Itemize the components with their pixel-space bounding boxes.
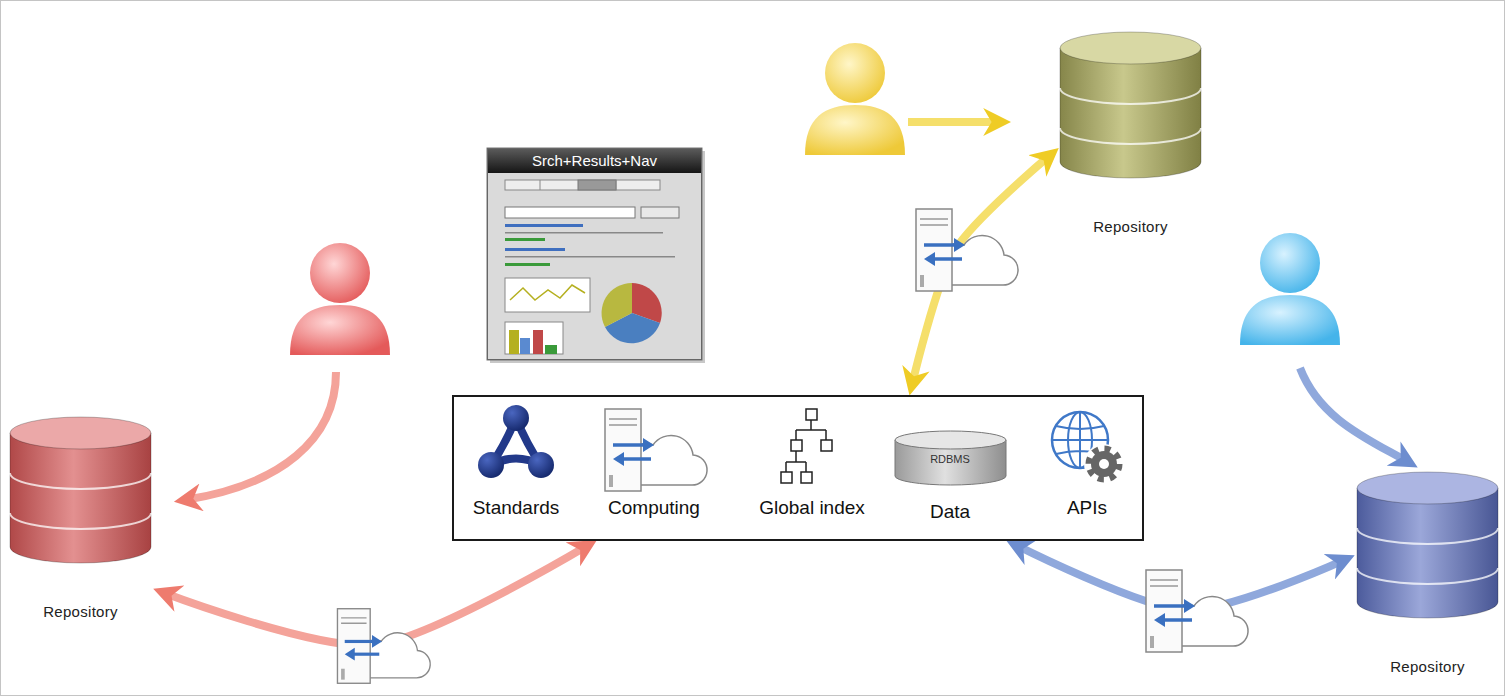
ui-window-mockup xyxy=(602,283,632,327)
ui-window-mockup xyxy=(505,207,635,218)
global-index-icon xyxy=(821,440,832,451)
user-blue xyxy=(1240,233,1340,345)
user-blue xyxy=(1240,295,1340,345)
cylinder-top xyxy=(895,431,1006,449)
user-yellow xyxy=(805,105,905,155)
global-index-item: Global index xyxy=(742,401,882,519)
apis-icon xyxy=(1099,459,1109,469)
repository-cylinder: Repository xyxy=(1058,30,1203,236)
apis-icon xyxy=(1052,412,1124,484)
user-red xyxy=(290,243,390,355)
cylinder-band xyxy=(10,513,151,529)
ui-window-mockup xyxy=(578,180,616,190)
computing-item: Computing xyxy=(594,401,714,519)
sync-connector xyxy=(912,155,1050,384)
sync-server-icon xyxy=(337,609,430,684)
global-index-icon xyxy=(781,409,832,483)
cylinder-body xyxy=(10,433,151,563)
repository-cylinder: Repository xyxy=(8,415,153,621)
ui-window-mockup xyxy=(509,330,519,354)
central-platform-box: Standards Computing Global index RDBMS Data A… xyxy=(452,395,1144,541)
ui-window-mockup xyxy=(505,248,565,251)
global-index-icon xyxy=(801,472,812,483)
cylinder-outline xyxy=(1355,470,1500,620)
item-label: APIs xyxy=(1067,497,1107,519)
ui-window-mockup xyxy=(487,148,702,360)
cylinder-band xyxy=(1357,568,1498,584)
ui-window-mockup xyxy=(505,278,590,312)
apis-item: APIs xyxy=(1047,401,1127,519)
cylinder-band xyxy=(1060,88,1201,104)
apis-icon xyxy=(1089,449,1119,479)
user-blue xyxy=(1260,233,1320,293)
apis-icon xyxy=(1084,444,1124,484)
ui-window: Srch+Results+Nav xyxy=(487,148,702,360)
cylinder-outline xyxy=(1058,30,1203,180)
ui-window-mockup xyxy=(545,345,557,354)
ui-window-mockup xyxy=(505,232,663,234)
ui-window-mockup xyxy=(505,224,583,227)
cylinder-band xyxy=(1060,128,1201,144)
data-cylinder: RDBMS Data xyxy=(890,401,1010,523)
ui-window-mockup xyxy=(505,322,563,354)
ui-window-mockup xyxy=(505,263,550,266)
standards-icon xyxy=(503,405,529,431)
user-yellow xyxy=(825,43,885,103)
item-label: Standards xyxy=(473,497,560,519)
global-index-icon xyxy=(806,409,817,420)
ui-window-mockup xyxy=(505,256,675,258)
ui-window-mockup xyxy=(505,180,660,190)
cylinder-top xyxy=(10,417,151,449)
sync-connector xyxy=(164,546,588,646)
item-label: Global index xyxy=(759,497,865,519)
standards-icon xyxy=(478,405,554,478)
standards-item: Standards xyxy=(466,401,566,519)
global-index-icon xyxy=(791,440,802,451)
cylinder-top xyxy=(1060,32,1201,64)
rdbms-label: RDBMS xyxy=(930,429,970,466)
repository-label: Repository xyxy=(1390,658,1465,676)
ui-window-mockup xyxy=(540,180,616,190)
user-arrow xyxy=(185,372,336,500)
user-red xyxy=(290,305,390,355)
ui-window-mockup xyxy=(641,207,679,218)
repository-cylinder: Repository xyxy=(1355,470,1500,676)
cylinder-body xyxy=(1060,48,1201,178)
cylinder-band xyxy=(10,473,151,489)
user-yellow xyxy=(805,43,905,155)
repository-label: Repository xyxy=(1093,218,1168,236)
apis-icon xyxy=(1091,451,1117,477)
sync-server-icon xyxy=(1146,570,1248,652)
cylinder-outline xyxy=(8,415,153,565)
ui-window-mockup xyxy=(533,330,543,354)
cylinder-body xyxy=(1357,488,1498,618)
standards-icon xyxy=(528,452,554,478)
user-red xyxy=(310,243,370,303)
global-index-icon xyxy=(786,420,826,472)
ui-window-mockup xyxy=(487,148,705,363)
user-arrow xyxy=(1300,368,1408,462)
ui-window-mockup xyxy=(505,238,545,241)
cylinder-band xyxy=(1357,528,1498,544)
user-arrow xyxy=(908,118,1000,126)
ui-window-mockup xyxy=(510,285,585,300)
global-index-icon xyxy=(781,472,792,483)
standards-icon xyxy=(478,452,504,478)
repository-label: Repository xyxy=(43,603,118,621)
rdbms-cylinder: RDBMS xyxy=(893,429,1008,487)
item-label: Data xyxy=(930,501,970,523)
cylinder-top xyxy=(1357,472,1498,504)
window-title: Srch+Results+Nav xyxy=(488,149,701,173)
ui-window-mockup xyxy=(520,338,530,354)
computing-icon xyxy=(605,409,707,491)
item-label: Computing xyxy=(608,497,700,519)
sync-server-icon xyxy=(916,209,1018,291)
